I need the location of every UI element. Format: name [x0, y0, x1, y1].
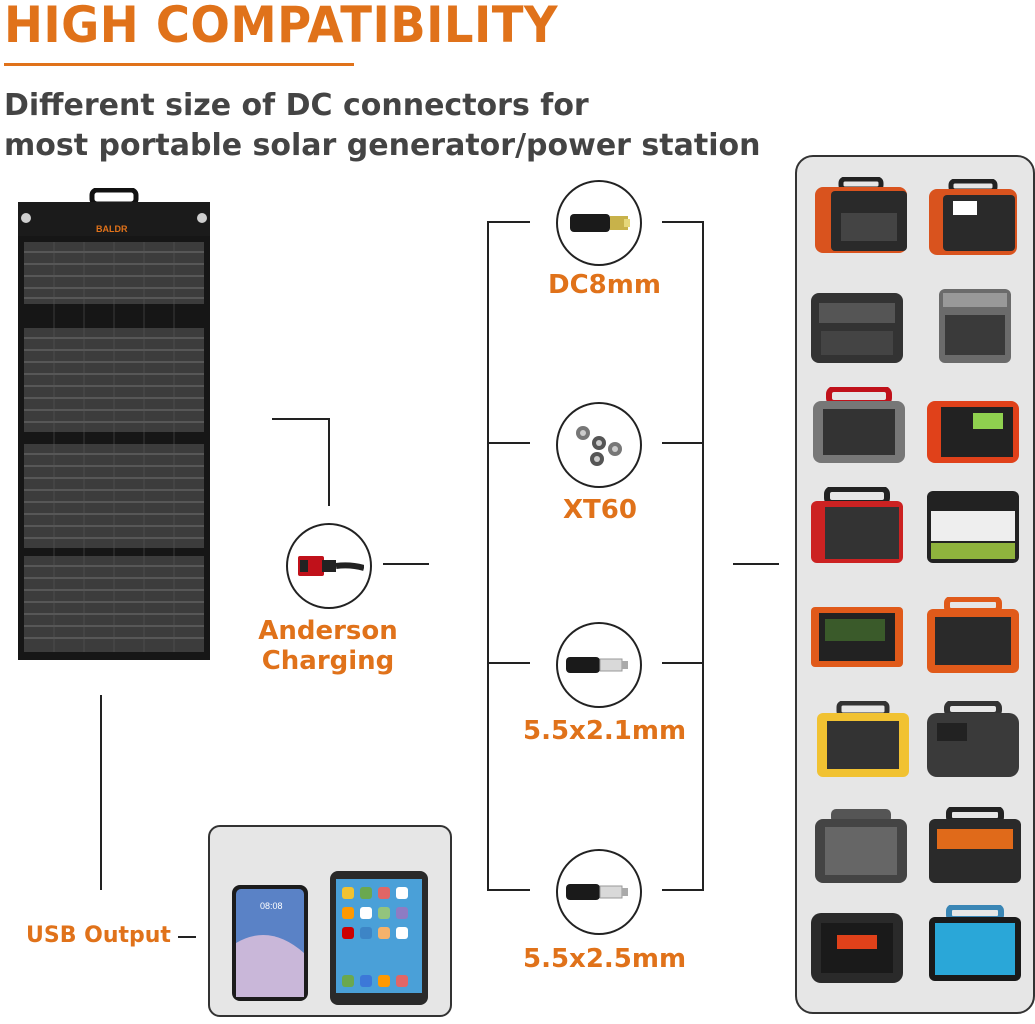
- branch-line: [662, 442, 704, 444]
- usb-connector-line: [178, 936, 196, 938]
- tablet-image: [330, 871, 428, 1005]
- power-station-image: [927, 491, 1019, 563]
- xt60-connectors-icon: [576, 426, 622, 466]
- dc55x21-connector-circle: [556, 622, 642, 708]
- power-station-image: [927, 401, 1019, 463]
- panel-brand-logo: BALDR: [96, 224, 128, 234]
- power-station-image: [811, 293, 903, 363]
- power-station-image: [811, 913, 903, 983]
- usb-line: [100, 695, 102, 890]
- anderson-label: Anderson Charging: [258, 616, 398, 676]
- connector-line: [383, 563, 429, 565]
- page-title: HIGH COMPATIBILITY: [4, 0, 559, 54]
- branch-line: [487, 662, 530, 664]
- power-station-image: [929, 179, 1017, 255]
- app-icons: [342, 887, 408, 987]
- connector-label-dc8mm: DC8mm: [548, 270, 661, 300]
- power-stations-box: [795, 155, 1035, 1014]
- anderson-label-line-2: Charging: [261, 646, 395, 676]
- connector-label-5-5x2-1mm: 5.5x2.1mm: [523, 716, 687, 746]
- dc-plug-icon: [570, 214, 630, 232]
- dc8mm-connector-circle: [556, 180, 642, 266]
- folding-solar-panel-image: BALDR: [18, 188, 210, 660]
- subtitle-line-2: most portable solar generator/power stat…: [4, 128, 761, 163]
- smartphone-image: 08:08: [232, 885, 308, 1001]
- anderson-label-line-1: Anderson: [258, 616, 398, 646]
- power-station-image: [813, 387, 905, 463]
- xt60-connector-circle: [556, 402, 642, 488]
- subtitle-line-1: Different size of DC connectors for: [4, 88, 589, 123]
- power-station-image: [811, 487, 903, 563]
- connector-label-xt60: XT60: [563, 495, 637, 525]
- phone-clock: 08:08: [260, 901, 283, 911]
- power-station-image: [817, 701, 909, 777]
- power-station-image: [815, 809, 907, 883]
- power-station-image: [929, 807, 1021, 883]
- dc-barrel-plug-icon: [566, 884, 628, 900]
- power-station-image: [815, 177, 907, 253]
- branch-line: [487, 442, 530, 444]
- power-station-image: [927, 701, 1019, 777]
- connector-line: [733, 563, 779, 565]
- anderson-plug-icon: [298, 556, 364, 576]
- branch-line: [662, 662, 704, 664]
- branch-line: [487, 221, 530, 223]
- branch-line: [662, 221, 704, 223]
- tree-right-spine: [702, 221, 704, 891]
- dc-barrel-plug-icon: [566, 657, 628, 673]
- usb-output-label: USB Output: [26, 923, 171, 948]
- power-station-image: [939, 289, 1011, 363]
- power-station-image: [811, 607, 903, 667]
- power-station-image: [927, 597, 1019, 673]
- power-station-image: [929, 905, 1021, 981]
- connector-label-5-5x2-5mm: 5.5x2.5mm: [523, 944, 687, 974]
- title-underline: [4, 63, 354, 66]
- branch-line: [662, 889, 704, 891]
- connector-line: [272, 418, 330, 420]
- tree-left-spine: [487, 221, 489, 891]
- branch-line: [487, 889, 530, 891]
- subtitle: Different size of DC connectors for most…: [4, 86, 764, 166]
- connector-line: [328, 418, 330, 506]
- dc55x25-connector-circle: [556, 849, 642, 935]
- anderson-connector-circle: [286, 523, 372, 609]
- usb-devices-box: 08:08: [208, 825, 452, 1017]
